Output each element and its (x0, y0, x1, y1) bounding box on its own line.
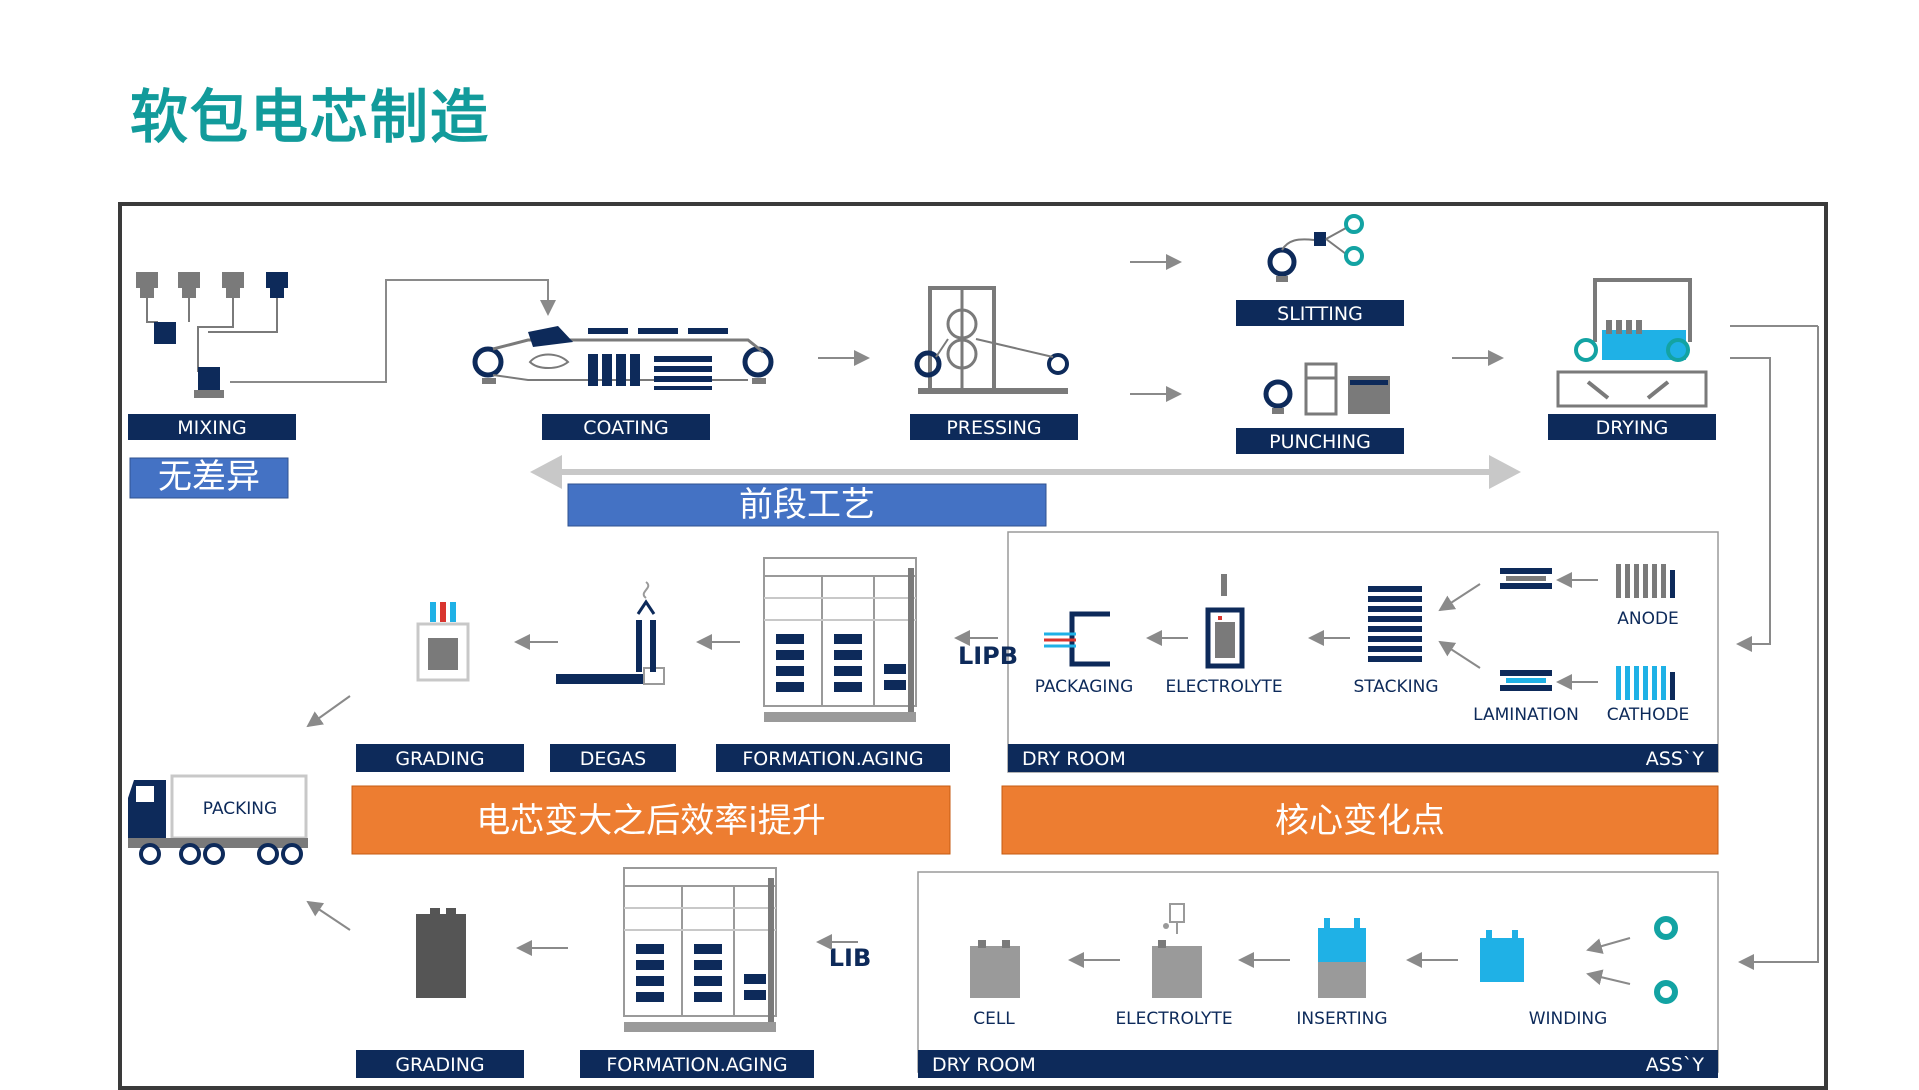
lib-grading-to-packing-arrow (306, 900, 351, 931)
lib-formation-label: FORMATION.AGING (606, 1054, 787, 1076)
slitting-icon (1267, 214, 1364, 282)
roll-to-winding-arrow (1586, 969, 1631, 986)
drying-icon (1556, 278, 1708, 408)
winding-roll-icon (1654, 916, 1678, 940)
coating-icon (472, 326, 774, 390)
lipb-formation-label-bar (716, 744, 950, 772)
degas-icon (556, 581, 665, 685)
lib-grading-icon (416, 908, 466, 998)
lib-line-label: LIB (829, 944, 872, 972)
drying-label: DRYING (1596, 417, 1669, 439)
process-diagram-frame (118, 202, 1828, 1090)
core-change-text: 核心变化点 (1275, 801, 1445, 841)
lib-electrolyte-label: ELECTROLYTE (1115, 1009, 1232, 1029)
lib-formation-label-bar (580, 1050, 814, 1078)
slitting-label: SLITTING (1277, 303, 1363, 325)
inserting-icon (1318, 918, 1366, 998)
lipb-grading-label: GRADING (395, 748, 484, 770)
lamination-to-stacking-arrow (1438, 640, 1481, 669)
mixing-icon (136, 272, 288, 398)
lipb-grading-label-bar (356, 744, 524, 772)
inserting-label: INSERTING (1296, 1009, 1387, 1029)
winding-roll-icon (1654, 980, 1678, 1004)
lipb-formation-rack-icon (763, 557, 917, 722)
manufacturing-process-diagram: MIXING COATING PRESSING (128, 214, 1819, 1078)
roll-to-winding-arrow (1586, 937, 1631, 954)
lib-dry-room-bar (918, 1050, 1718, 1078)
lib-dry-room-label: DRY ROOM (932, 1054, 1036, 1076)
lipb-grading-to-packing-arrow (306, 695, 351, 728)
front-process-callout (567, 483, 1047, 527)
lamination-label: LAMINATION (1473, 705, 1579, 725)
packaging-label: PACKAGING (1035, 677, 1134, 697)
stacking-label: STACKING (1353, 677, 1438, 697)
drying-to-lib-arrow (1738, 326, 1819, 970)
mixing-label: MIXING (177, 417, 247, 439)
pressing-icon (914, 286, 1069, 394)
anode-stack-icon (1500, 568, 1552, 589)
anode-to-stacking-arrow (1438, 583, 1481, 612)
efficiency-text: 电芯变大之后效率i提升 (476, 801, 825, 841)
cell-icon (970, 940, 1020, 998)
front-process-text: 前段工艺 (739, 485, 875, 525)
lib-formation-rack-icon (623, 867, 777, 1032)
pressing-label: PRESSING (946, 417, 1041, 439)
lipb-line-label: LIPB (958, 642, 1018, 670)
lipb-grading-icon (416, 602, 470, 682)
packing-truck-icon (128, 774, 308, 865)
lipb-dry-room-bar (1008, 744, 1718, 772)
punching-label-bar (1236, 428, 1404, 454)
packing-label: PACKING (203, 799, 277, 819)
punching-icon (1263, 362, 1390, 416)
page-title: 软包电芯制造 (130, 83, 491, 151)
lipb-electrolyte-label: ELECTROLYTE (1165, 677, 1282, 697)
efficiency-callout (351, 785, 951, 855)
anode-icon (1616, 564, 1675, 598)
lib-assy-label: ASS`Y (1646, 1054, 1705, 1076)
lipb-dry-room-box (1007, 531, 1719, 773)
anode-label: ANODE (1617, 609, 1679, 629)
cell-label: CELL (973, 1009, 1015, 1029)
no-difference-text: 无差异 (158, 457, 260, 497)
drying-to-lipb-arrow (1730, 357, 1771, 652)
lipb-formation-label: FORMATION.AGING (742, 748, 923, 770)
slitting-label-bar (1236, 300, 1404, 326)
degas-label-bar (550, 744, 676, 772)
coating-label: COATING (583, 417, 669, 439)
mixing-to-coating-arrow (230, 279, 556, 383)
lib-grading-label-bar (356, 1050, 524, 1078)
no-difference-callout (129, 457, 289, 499)
core-change-callout (1001, 785, 1719, 855)
lipb-dry-room-label: DRY ROOM (1022, 748, 1126, 770)
lib-grading-label: GRADING (395, 1054, 484, 1076)
lipb-assy-label: ASS`Y (1646, 748, 1705, 770)
stacking-icon (1368, 586, 1422, 662)
coating-label-bar (542, 414, 710, 440)
lib-electrolyte-icon (1152, 903, 1202, 998)
punching-label: PUNCHING (1269, 431, 1371, 453)
winding-label: WINDING (1529, 1009, 1608, 1029)
cathode-icon (1616, 666, 1675, 700)
pressing-label-bar (910, 414, 1078, 440)
lipb-electrolyte-icon (1205, 574, 1245, 669)
drying-label-bar (1548, 414, 1716, 440)
lamination-icon (1500, 670, 1552, 691)
packaging-icon (1044, 611, 1110, 667)
degas-label: DEGAS (580, 748, 646, 770)
cathode-label: CATHODE (1607, 705, 1690, 725)
winding-icon (1480, 930, 1524, 982)
mixing-label-bar (128, 414, 296, 440)
